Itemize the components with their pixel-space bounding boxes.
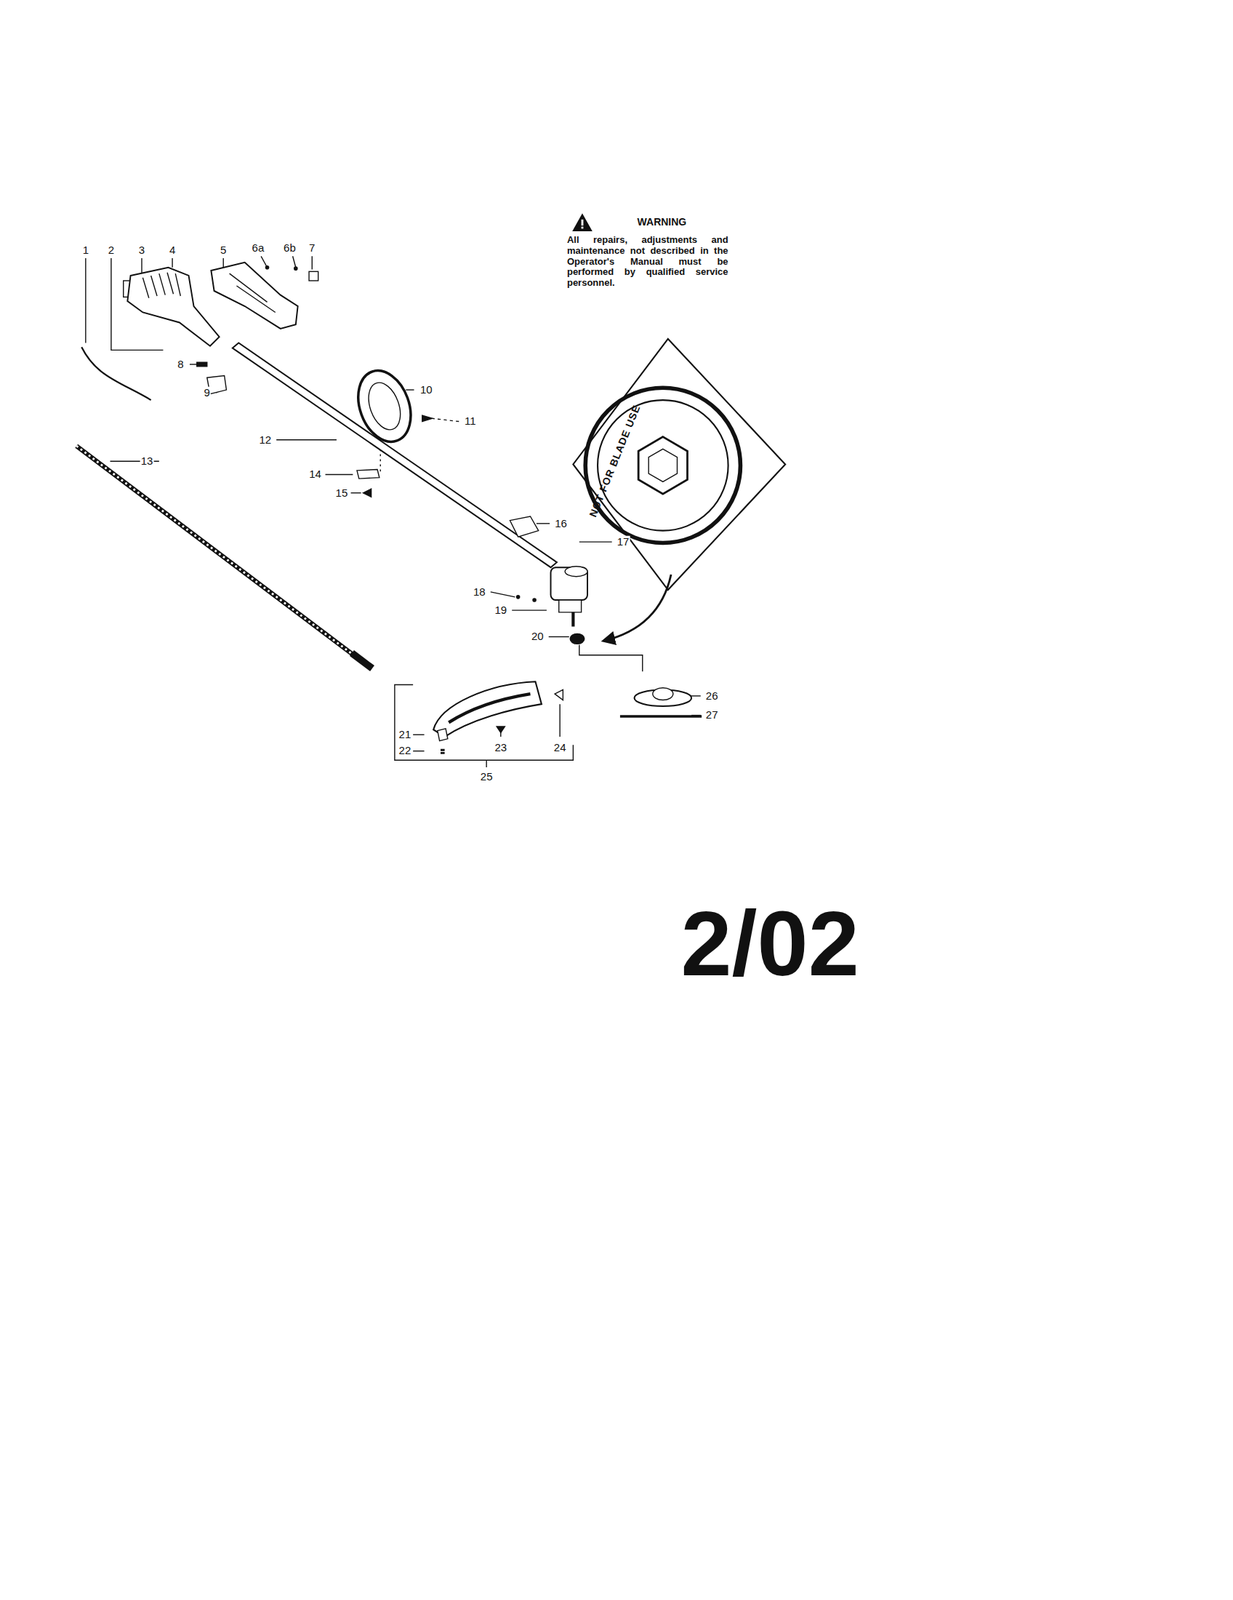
- callout-number: 25: [479, 769, 494, 783]
- callout-number: 11: [463, 415, 477, 428]
- callout-number: 15: [335, 486, 349, 499]
- inset-marking: NOT FOR BLADE USE: [587, 403, 643, 520]
- callout-number: 27: [705, 708, 720, 722]
- callout-number: 16: [553, 516, 568, 530]
- callout-number: 10: [419, 383, 434, 397]
- callout-number: 9: [203, 386, 211, 400]
- warning-note: All repairs, adjustments and maintenance…: [567, 234, 729, 290]
- callout-number: 14: [308, 468, 323, 481]
- callout-number: 18: [472, 585, 487, 598]
- callout-number: 6b: [282, 242, 297, 255]
- callout-number: 7: [308, 242, 316, 255]
- callout-number: 3: [138, 243, 146, 256]
- callout-number: 5: [219, 243, 227, 256]
- callout-number: 12: [258, 433, 272, 446]
- callout-number: 6a: [251, 242, 266, 255]
- callout-number: 2: [107, 243, 115, 256]
- callout-number: 26: [705, 689, 720, 702]
- callout-number: 22: [398, 744, 413, 757]
- warning-heading: WARNING: [637, 216, 688, 228]
- callout-number: 17: [616, 535, 631, 549]
- callout-number: 21: [398, 728, 413, 741]
- callout-number: 1: [82, 243, 90, 256]
- callout-number: 13: [140, 455, 155, 468]
- callout-number: 19: [493, 604, 508, 617]
- date-code: 2/02: [680, 892, 859, 994]
- callout-number: 8: [176, 358, 184, 371]
- callout-number: 4: [168, 243, 176, 256]
- callout-number: 23: [493, 741, 508, 754]
- callout-number: 24: [553, 741, 568, 754]
- callout-number: 20: [530, 630, 545, 643]
